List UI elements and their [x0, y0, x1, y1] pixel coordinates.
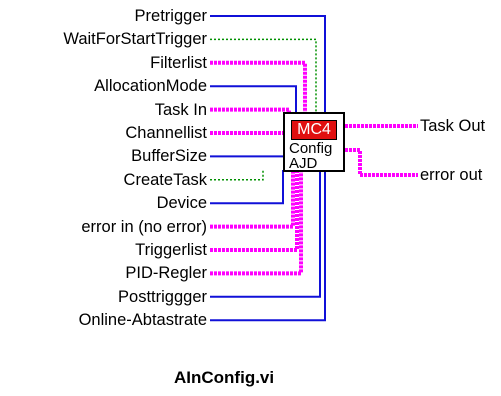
- input-wire: [210, 170, 295, 229]
- output-label: error out: [420, 166, 483, 184]
- vi-name: AInConfig.vi: [174, 368, 275, 387]
- input-label: Posttriggger: [118, 287, 207, 306]
- input-wire: [210, 170, 303, 276]
- output-wire: [345, 148, 418, 177]
- icon-text-ajd: AJD: [289, 155, 318, 172]
- input-label: AllocationMode: [94, 77, 207, 96]
- input-label: WaitForStartTrigger: [63, 30, 207, 49]
- input-label: Triggerlist: [135, 241, 207, 259]
- input-wire: [210, 170, 284, 205]
- input-wire: [210, 170, 264, 181]
- input-label: error in (no error): [81, 217, 207, 236]
- input-label: Filterlist: [150, 53, 207, 72]
- input-label: Online-Abtastrate: [78, 311, 207, 330]
- input-wire: [210, 15, 326, 114]
- input-wire: [210, 170, 326, 322]
- input-label: Pretrigger: [134, 7, 207, 25]
- input-wire: [210, 170, 321, 298]
- input-label: Device: [156, 194, 207, 213]
- icon-badge: MC4: [291, 120, 337, 140]
- output-label: Task Out: [420, 117, 486, 135]
- input-label: Channellist: [125, 124, 207, 142]
- input-label: PID-Regler: [125, 264, 207, 283]
- input-label: CreateTask: [123, 170, 207, 189]
- input-wire: [210, 107, 291, 114]
- icon-text-config: Config: [289, 140, 333, 157]
- input-wire: [210, 85, 297, 114]
- input-wire: [210, 60, 307, 114]
- vi-icon: MC4 Config AJD: [283, 112, 345, 172]
- input-label: BufferSize: [131, 147, 207, 166]
- input-wire: [210, 38, 317, 114]
- input-wire: [210, 170, 299, 252]
- input-label: Task In: [154, 100, 207, 119]
